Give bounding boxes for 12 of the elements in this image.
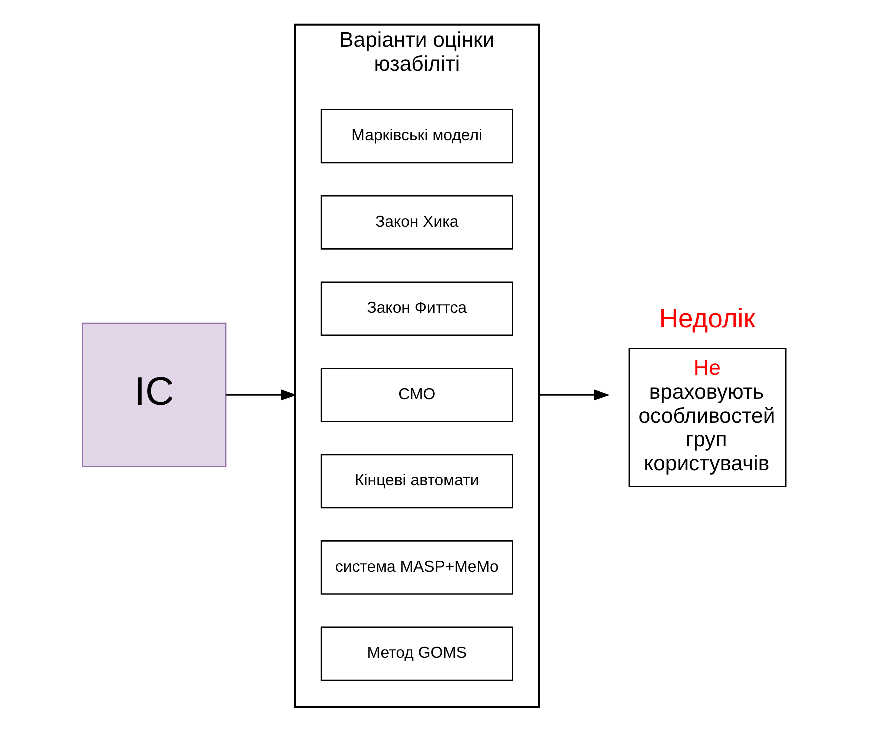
- node-label: Недолік: [658, 303, 755, 334]
- node-box: Закон Хика: [320, 194, 513, 250]
- node-box: Марківські моделі: [320, 108, 513, 164]
- node-box: Метод GOMS: [320, 626, 513, 681]
- node-box: СМО: [320, 368, 513, 422]
- node-box: Не враховують особливостей груп користувачів: [628, 348, 786, 487]
- arrow: [226, 389, 297, 400]
- node-box: Закон Фиттса: [320, 281, 513, 336]
- arrow: [538, 389, 610, 400]
- node-box: IC: [82, 322, 226, 468]
- node-box: система MASP+MeMo: [320, 540, 513, 594]
- node-box: Кінцеві автомати: [320, 454, 513, 508]
